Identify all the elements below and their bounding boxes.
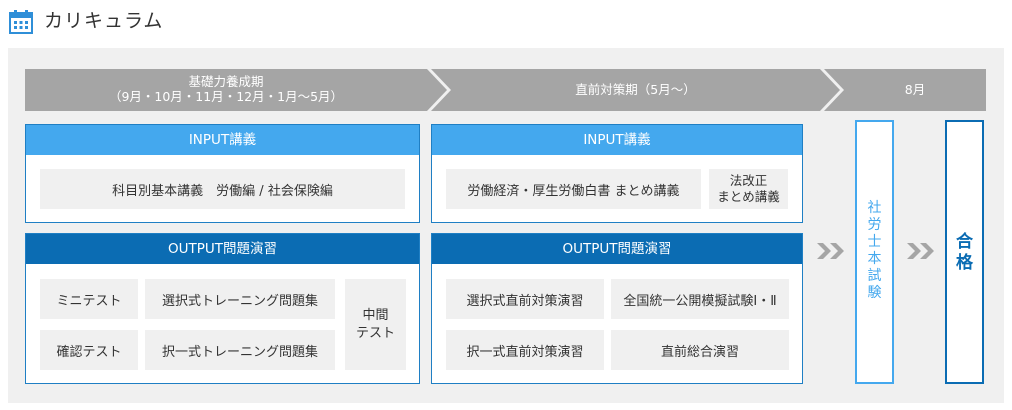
pass-label: 合格 (956, 232, 973, 273)
basic-output-box: OUTPUT問題演習 ミニテスト 選択式トレーニング問題集 確認テスト 択一式ト… (25, 233, 420, 384)
mini-test: ミニテスト (40, 279, 138, 319)
takuitsu-training: 択一式トレーニング問題集 (145, 330, 335, 370)
phase-basic-title: 基礎力養成期 (188, 74, 264, 89)
page-title: カリキュラム (44, 10, 164, 32)
sentaku-final: 選択式直前対策演習 (446, 279, 604, 319)
basic-input-header: INPUT講義 (26, 125, 419, 155)
midterm-line2: テスト (355, 325, 395, 341)
law-line1: 法改正 (729, 173, 768, 188)
phase-august-title: 8月 (904, 82, 926, 97)
law-line2: まとめ講義 (717, 189, 780, 204)
final-input-box: INPUT講義 労働経済・厚生労働白書 まとめ講義 法改正 まとめ講義 (431, 124, 803, 223)
confirm-test: 確認テスト (40, 330, 138, 370)
mock-exam: 全国統一公開模擬試験Ⅰ・Ⅱ (611, 279, 789, 319)
sentaku-training: 選択式トレーニング問題集 (145, 279, 335, 319)
law-revision-lecture: 法改正 まとめ講義 (709, 169, 788, 209)
exam-box: 社労士本試験 (855, 120, 894, 384)
midterm-line1: 中間 (362, 307, 389, 323)
double-chevron-right-icon (907, 243, 934, 259)
final-output-header: OUTPUT問題演習 (432, 234, 802, 264)
takuitsu-final: 択一式直前対策演習 (446, 330, 604, 370)
exam-label: 社労士本試験 (867, 200, 882, 301)
pass-box: 合格 (945, 120, 984, 384)
comprehensive-final: 直前総合演習 (611, 330, 789, 370)
phase-basic-months: （9月・10月・11月・12月・1月〜5月） (108, 89, 344, 104)
final-input-header: INPUT講義 (432, 125, 802, 155)
calendar-icon (9, 10, 33, 34)
phase-final-title: 直前対策期（5月〜） (575, 82, 696, 97)
final-input-lecture: 労働経済・厚生労働白書 まとめ講義 (446, 169, 701, 209)
midterm-test: 中間 テスト (345, 279, 406, 370)
double-chevron-right-icon (817, 243, 844, 259)
basic-output-header: OUTPUT問題演習 (26, 234, 419, 264)
basic-input-lecture: 科目別基本講義 労働編 / 社会保険編 (40, 169, 405, 209)
basic-input-box: INPUT講義 科目別基本講義 労働編 / 社会保険編 (25, 124, 420, 223)
final-output-box: OUTPUT問題演習 選択式直前対策演習 全国統一公開模擬試験Ⅰ・Ⅱ 択一式直前… (431, 233, 803, 384)
